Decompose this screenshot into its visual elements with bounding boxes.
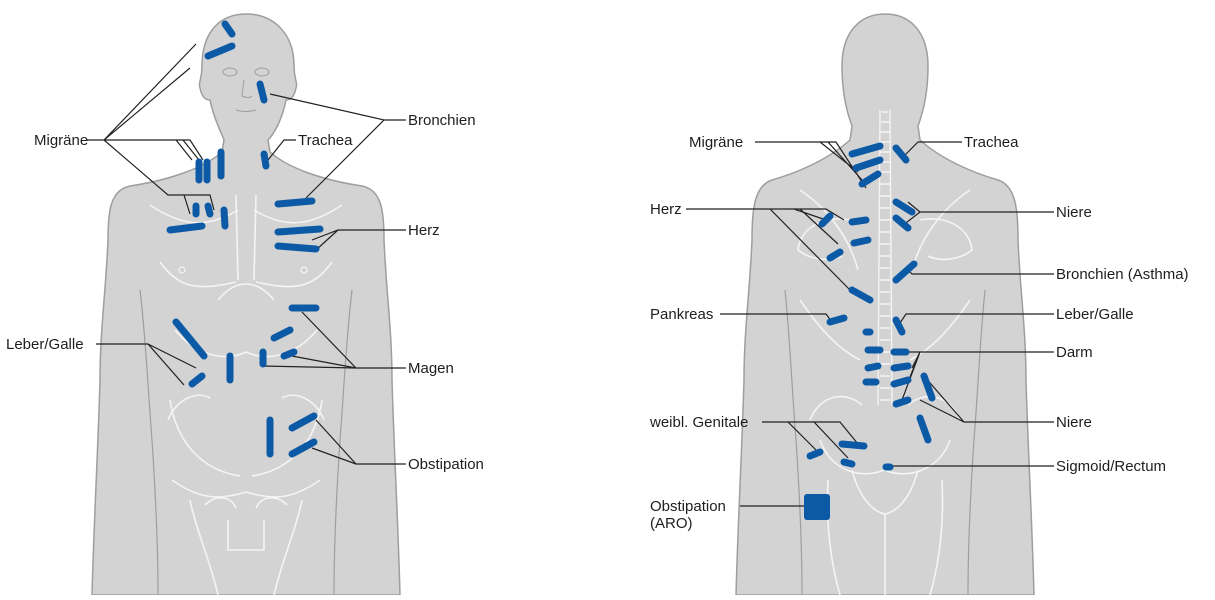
tape-front-chest-4 <box>170 226 202 230</box>
label-back-obstipation-aro-2: (ARO) <box>650 515 693 532</box>
tape-back-gen-1 <box>842 444 864 446</box>
label-front-magen: Magen <box>408 360 454 377</box>
label-back-bronchien-asthma: Bronchien (Asthma) <box>1056 266 1189 283</box>
label-back-weibl-genitale: weibl. Genitale <box>650 414 748 431</box>
tape-front-herz-2 <box>278 246 316 249</box>
label-front-migraene: Migräne <box>34 132 88 149</box>
tape-back-gen-2 <box>810 452 820 456</box>
front-figure <box>92 14 400 595</box>
label-back-obstipation-aro-1: Obstipation <box>650 498 726 515</box>
tape-front-chest-3 <box>224 210 225 226</box>
label-back-migraene: Migräne <box>689 134 743 151</box>
tape-back-darm-4 <box>896 400 908 404</box>
tape-front-magen-3 <box>284 352 294 356</box>
tape-front-nose <box>260 84 264 100</box>
label-front-bronchien: Bronchien <box>408 112 476 129</box>
label-front-obstipation: Obstipation <box>408 456 484 473</box>
label-back-leber-galle: Leber/Galle <box>1056 306 1134 323</box>
label-back-sigmoid-rectum: Sigmoid/Rectum <box>1056 458 1166 475</box>
back-figure <box>736 14 1034 595</box>
tape-back-spine-3 <box>868 366 878 368</box>
tape-back-darm-2 <box>894 366 908 368</box>
label-back-niere-lower: Niere <box>1056 414 1092 431</box>
label-front-leber-galle: Leber/Galle <box>6 336 84 353</box>
label-back-trachea: Trachea <box>964 134 1018 151</box>
tape-back-aro-square <box>804 494 830 520</box>
tape-back-herz-3 <box>854 240 868 243</box>
front-body-silhouette <box>92 14 400 595</box>
tape-front-herz-1 <box>278 229 320 232</box>
tape-front-chest-2 <box>208 206 210 214</box>
tape-front-bronch <box>278 201 312 204</box>
tape-front-trachea <box>264 154 266 166</box>
tape-back-pank <box>830 318 844 322</box>
label-back-pankreas: Pankreas <box>650 306 713 323</box>
label-back-niere-upper: Niere <box>1056 204 1092 221</box>
label-front-trachea: Trachea <box>298 132 352 149</box>
tape-back-darm-3 <box>894 380 908 384</box>
tape-back-gen-3 <box>844 462 852 464</box>
label-back-herz: Herz <box>650 201 682 218</box>
label-front-herz: Herz <box>408 222 440 239</box>
tape-back-herz-2 <box>852 220 866 222</box>
label-back-darm: Darm <box>1056 344 1093 361</box>
